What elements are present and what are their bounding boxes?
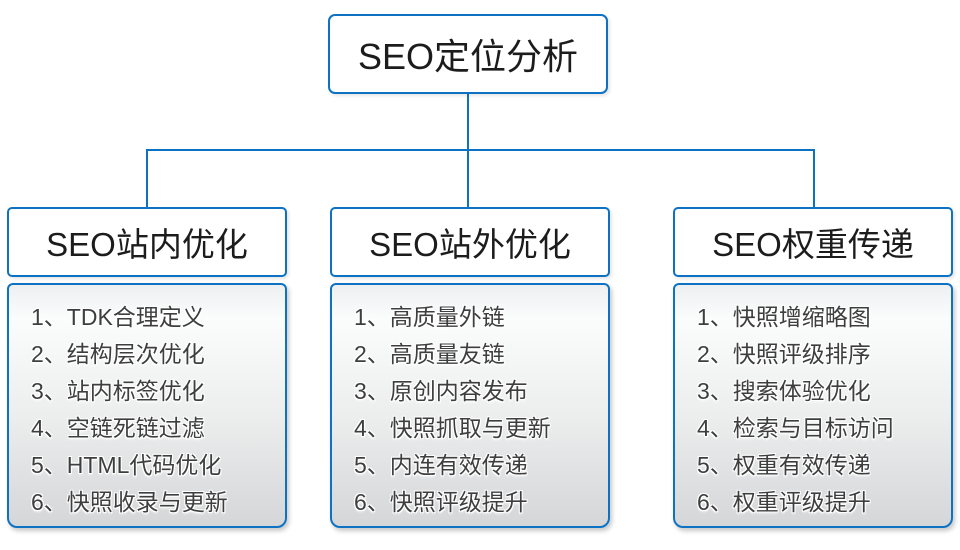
list-item: 6、权重评级提升 — [697, 489, 871, 515]
list-item: 6、快照收录与更新 — [31, 489, 228, 515]
root-node: SEO定位分析 — [328, 14, 608, 94]
list-item: 3、搜索体验优化 — [697, 378, 871, 404]
connector-drop-left — [146, 149, 148, 207]
column-header-offsite: SEO站外优化 — [330, 207, 610, 277]
list-item: 2、快照评级排序 — [697, 341, 871, 367]
list-item: 1、高质量外链 — [354, 304, 505, 330]
list-box-onsite: 1、TDK合理定义 2、结构层次优化 3、站内标签优化 4、空链死链过滤 5、H… — [7, 283, 287, 528]
list-item: 4、快照抓取与更新 — [354, 415, 551, 441]
list-box-offsite: 1、高质量外链 2、高质量友链 3、原创内容发布 4、快照抓取与更新 5、内连有… — [330, 283, 610, 528]
connector-crossbar — [146, 149, 815, 151]
list-item: 6、快照评级提升 — [354, 489, 528, 515]
connector-drop-right — [813, 149, 815, 207]
list-item: 4、检索与目标访问 — [697, 415, 894, 441]
list-item: 2、结构层次优化 — [31, 341, 205, 367]
list-item: 3、原创内容发布 — [354, 378, 528, 404]
list-item: 5、权重有效传递 — [697, 452, 871, 478]
list-item: 1、TDK合理定义 — [31, 304, 205, 330]
list-item: 2、高质量友链 — [354, 341, 505, 367]
list-item: 5、HTML代码优化 — [31, 452, 222, 478]
list-item: 1、快照增缩略图 — [697, 304, 871, 330]
list-box-weight: 1、快照增缩略图 2、快照评级排序 3、搜索体验优化 4、检索与目标访问 5、权… — [673, 283, 953, 528]
list-item: 5、内连有效传递 — [354, 452, 528, 478]
list-item: 4、空链死链过滤 — [31, 415, 205, 441]
connector-root-stem — [467, 94, 469, 150]
column-header-weight: SEO权重传递 — [673, 207, 953, 277]
column-header-onsite: SEO站内优化 — [7, 207, 287, 277]
list-item: 3、站内标签优化 — [31, 378, 205, 404]
connector-drop-middle — [467, 149, 469, 207]
